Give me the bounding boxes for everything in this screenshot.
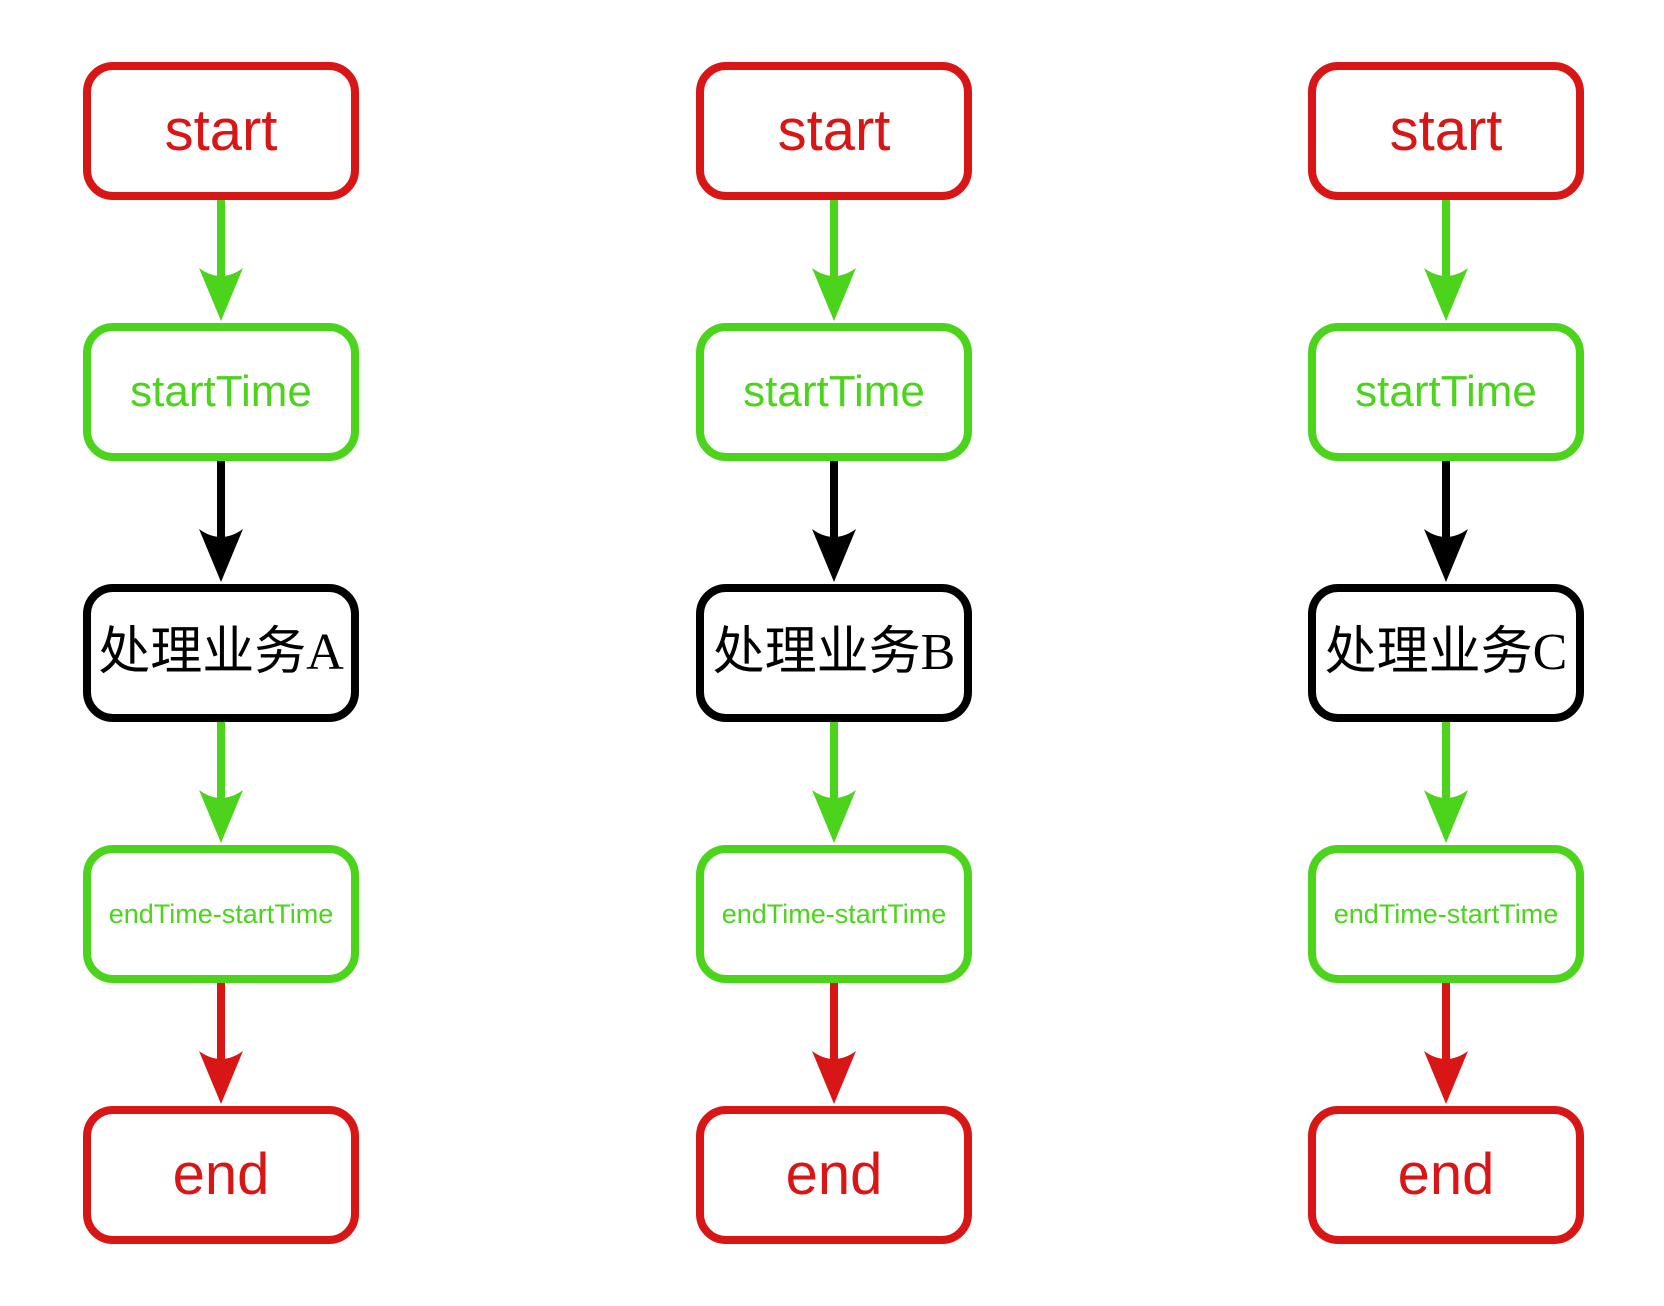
node-duration-c: endTime-startTime	[1308, 845, 1584, 983]
node-label: end	[785, 1142, 883, 1207]
node-label: endTime-startTime	[721, 898, 947, 929]
node-label: endTime-startTime	[1333, 898, 1559, 929]
arrow-duration-to-end-b	[812, 983, 856, 1104]
node-label: end	[1397, 1142, 1495, 1207]
node-process-a: 处理业务A	[83, 584, 359, 722]
arrow-duration-to-end-c	[1424, 983, 1468, 1104]
arrow-process-to-duration-a	[199, 722, 243, 843]
node-label: start	[1389, 98, 1503, 163]
arrow-starttime-to-process-a	[199, 461, 243, 582]
arrow-starttime-to-process-c	[1424, 461, 1468, 582]
arrow-duration-to-end-a	[199, 983, 243, 1104]
node-label: startTime	[1355, 367, 1537, 416]
node-process-c: 处理业务C	[1308, 584, 1584, 722]
node-start-c: start	[1308, 62, 1584, 200]
node-label: startTime	[130, 367, 312, 416]
arrow-starttime-to-process-b	[812, 461, 856, 582]
node-start-a: start	[83, 62, 359, 200]
node-label: end	[172, 1142, 270, 1207]
arrow-process-to-duration-b	[812, 722, 856, 843]
node-label: start	[777, 98, 891, 163]
node-label: endTime-startTime	[108, 898, 334, 929]
node-start-b: start	[696, 62, 972, 200]
node-duration-a: endTime-startTime	[83, 845, 359, 983]
node-label: startTime	[743, 367, 925, 416]
node-starttime-a: startTime	[83, 323, 359, 461]
arrow-start-to-starttime-a	[199, 200, 243, 321]
node-label: start	[164, 98, 278, 163]
node-end-a: end	[83, 1106, 359, 1244]
node-end-b: end	[696, 1106, 972, 1244]
arrow-start-to-starttime-b	[812, 200, 856, 321]
node-end-c: end	[1308, 1106, 1584, 1244]
node-process-b: 处理业务B	[696, 584, 972, 722]
arrow-process-to-duration-c	[1424, 722, 1468, 843]
node-starttime-b: startTime	[696, 323, 972, 461]
node-label: 处理业务C	[1324, 624, 1568, 681]
arrow-start-to-starttime-c	[1424, 200, 1468, 321]
node-label: 处理业务A	[98, 624, 344, 681]
node-starttime-c: startTime	[1308, 323, 1584, 461]
node-label: 处理业务B	[712, 624, 956, 681]
node-duration-b: endTime-startTime	[696, 845, 972, 983]
